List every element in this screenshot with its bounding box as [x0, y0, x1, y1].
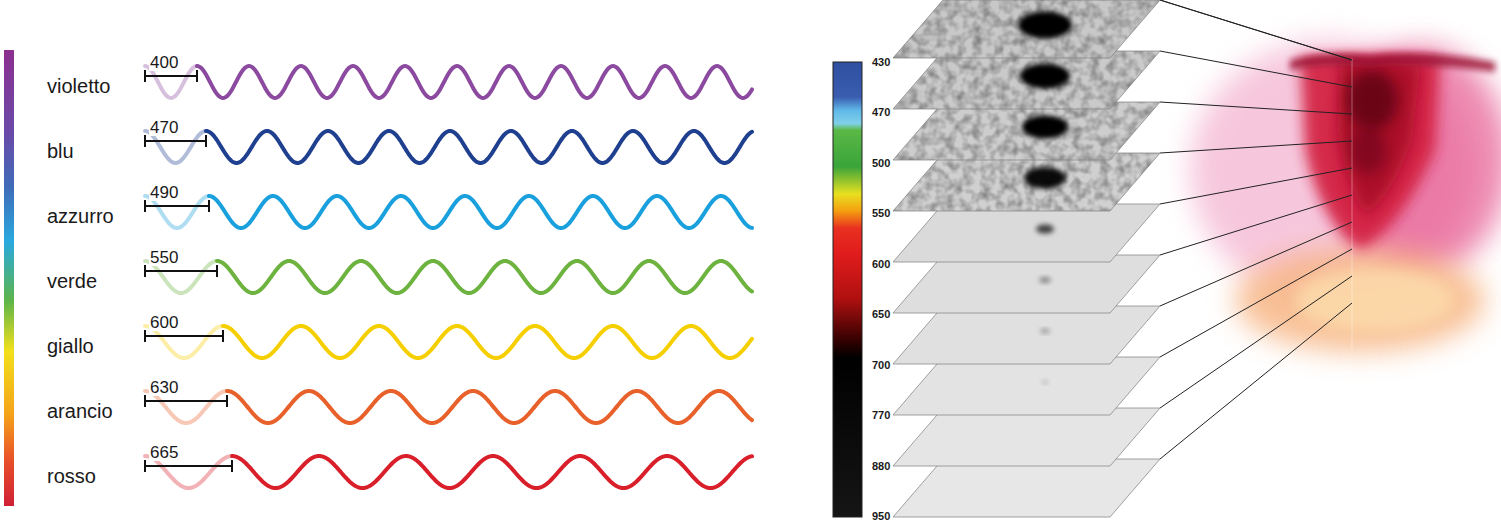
wavelength-bracket: [145, 335, 223, 337]
scale-value: 600: [872, 259, 890, 270]
image-plane: [893, 153, 1160, 211]
scale-value: 880: [872, 461, 890, 472]
lesion-spot: [1020, 64, 1070, 89]
image-plane: [893, 51, 1160, 109]
bracket-tick: [196, 70, 198, 82]
bracket-tick: [144, 200, 146, 212]
scale-value: 770: [872, 410, 890, 421]
image-plane: [893, 408, 1160, 466]
wavelength-value: 490: [149, 184, 179, 201]
leader-line: [1160, 51, 1352, 87]
scale-value: 650: [872, 309, 890, 320]
bracket-tick: [144, 70, 146, 82]
bracket-tick: [144, 135, 146, 147]
scale-value: 550: [872, 208, 890, 219]
bracket-tick: [216, 265, 218, 277]
wavelength-bracket: [145, 75, 197, 77]
color-name: arancio: [47, 401, 113, 421]
leader-line: [1160, 0, 1352, 60]
scale-value: 500: [872, 158, 890, 169]
plane-texture: [893, 102, 1160, 160]
lesion-spot: [1024, 168, 1066, 189]
image-plane: [893, 459, 1160, 517]
image-plane: [893, 306, 1160, 364]
wavelength-value: 400: [149, 54, 179, 71]
bracket-tick: [205, 135, 207, 147]
lesion-spot: [1036, 225, 1054, 234]
image-plane: [893, 0, 1160, 58]
light-wave: [209, 196, 752, 228]
scale-value: 700: [872, 360, 890, 371]
image-plane: [893, 357, 1160, 415]
lesion-spot: [1018, 12, 1072, 39]
wavelength-bracket: [145, 270, 217, 272]
bracket-tick: [144, 460, 146, 472]
leader-line: [1160, 303, 1352, 459]
bracket-tick: [226, 395, 228, 407]
color-name: violetto: [47, 76, 110, 96]
color-name: rosso: [47, 466, 96, 486]
scale-value: 470: [872, 107, 890, 118]
color-name: azzurro: [47, 206, 114, 226]
light-wave: [232, 456, 752, 488]
leader-line: [1160, 0, 1352, 60]
wavelength-bracket: [145, 465, 232, 467]
bracket-tick: [231, 460, 233, 472]
plane-texture: [893, 153, 1160, 211]
scale-value: 950: [872, 511, 890, 522]
leader-line: [1160, 222, 1352, 306]
light-wave: [197, 66, 752, 98]
skin-illustration: [1190, 40, 1501, 352]
leader-line: [1160, 141, 1352, 153]
wavelength-value: 665: [149, 444, 179, 461]
light-wave: [227, 391, 752, 423]
wavelength-bracket: [145, 140, 206, 142]
wavelength-value: 470: [149, 119, 179, 136]
color-name: verde: [47, 271, 97, 291]
wavelength-bracket: [145, 205, 209, 207]
lesion-spot: [1040, 329, 1050, 334]
bracket-tick: [144, 395, 146, 407]
light-wave: [223, 326, 752, 358]
bracket-tick: [144, 265, 146, 277]
leader-line: [1160, 102, 1352, 114]
leader-line: [1160, 276, 1352, 408]
lesion-spot: [1042, 380, 1048, 384]
plane-stack: [893, 0, 1352, 517]
bracket-tick: [144, 330, 146, 342]
plane-texture: [893, 51, 1160, 109]
wavelength-scale-bar: [833, 62, 862, 517]
wavelength-value: 550: [149, 249, 179, 266]
image-plane: [893, 255, 1160, 313]
image-plane: [893, 204, 1160, 262]
light-wave: [206, 131, 752, 163]
wavelength-value: 600: [149, 314, 179, 331]
wave-group: [145, 66, 752, 488]
light-wave: [217, 261, 752, 293]
wavelength-value: 630: [149, 379, 179, 396]
spectrum-bar: [4, 50, 14, 506]
bracket-tick: [208, 200, 210, 212]
lesion-spot: [1039, 277, 1051, 283]
plane-texture: [893, 0, 1160, 58]
bracket-tick: [222, 330, 224, 342]
leader-line: [1160, 168, 1352, 204]
scale-value: 430: [872, 57, 890, 68]
color-name: giallo: [47, 336, 94, 356]
lesion-spot: [1022, 116, 1068, 139]
leader-line: [1160, 249, 1352, 357]
wavelength-bracket: [145, 400, 227, 402]
image-plane: [893, 102, 1160, 160]
color-name: blu: [47, 141, 74, 161]
leader-line: [1160, 195, 1352, 255]
